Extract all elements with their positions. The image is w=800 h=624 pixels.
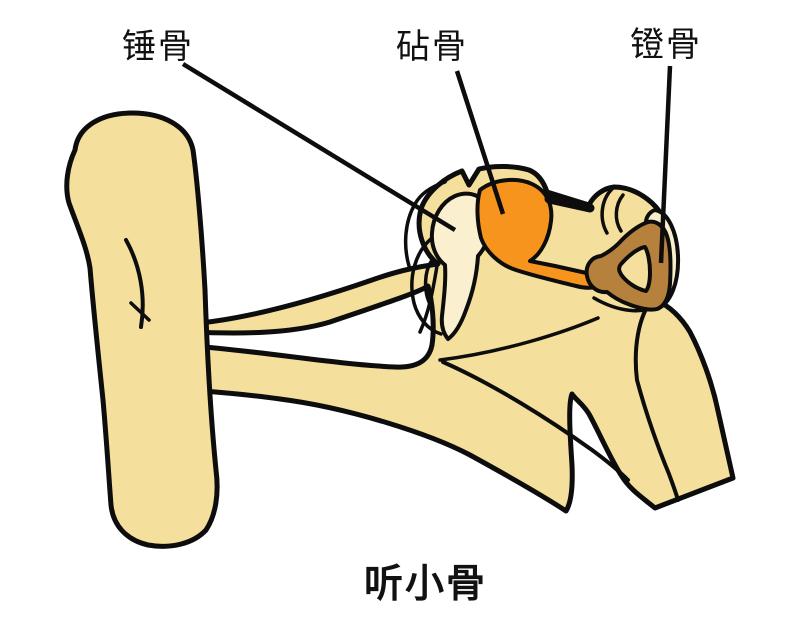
mound-lower-contour-line (418, 264, 439, 334)
malleus-leader-line (181, 62, 457, 232)
temporal-bone-bridge-shape (187, 164, 736, 514)
canal-notch-line (129, 301, 151, 322)
stapes-shape (584, 219, 673, 312)
canal-fold-line (124, 238, 145, 329)
leg-divider-line (633, 299, 680, 502)
figure-title: 听小骨 (364, 562, 488, 607)
stapes-upper-curl-line (600, 187, 614, 235)
stapes-leader-line (658, 65, 673, 264)
incus-label: 砧骨 (396, 27, 468, 67)
malleus-label: 锤骨 (122, 27, 194, 67)
incus-leader-line (454, 70, 506, 215)
band-fold-line (441, 360, 630, 482)
tympanic-hook-inner-line (423, 257, 435, 308)
band-upper-contour-line (438, 316, 600, 362)
stapes-upper-curl-line-2 (614, 193, 625, 233)
ear-canal-shape (64, 110, 220, 549)
stapes-label: 镫骨 (630, 25, 702, 65)
tympanic-hook-line (410, 236, 443, 336)
incus-ligament-wedge (544, 194, 595, 213)
